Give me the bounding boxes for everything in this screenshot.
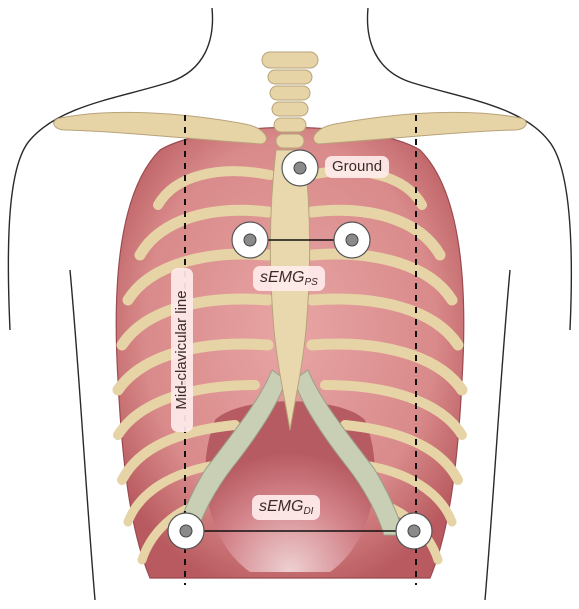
ground-label-text: Ground [332,158,382,175]
diaphragm-semg-label: sEMGDI [252,495,320,520]
parasternal-semg-label: sEMGPS [253,266,325,291]
mid-clavicular-label: Mid-clavicular line [171,268,193,432]
ground-electrode [282,150,318,186]
di-electrode-left [168,513,204,549]
parasternal-semg-main: sEMG [260,269,304,286]
diaphragm-semg-main: sEMG [259,498,303,515]
di-electrode-right [396,513,432,549]
mid-clavicular-label-text: Mid-clavicular line [173,290,190,409]
ps-electrode-right [334,222,370,258]
ground-label: Ground [325,156,389,178]
diaphragm-semg-sub: DI [303,506,313,517]
ps-electrode-left [232,222,268,258]
parasternal-semg-sub: PS [304,277,317,288]
